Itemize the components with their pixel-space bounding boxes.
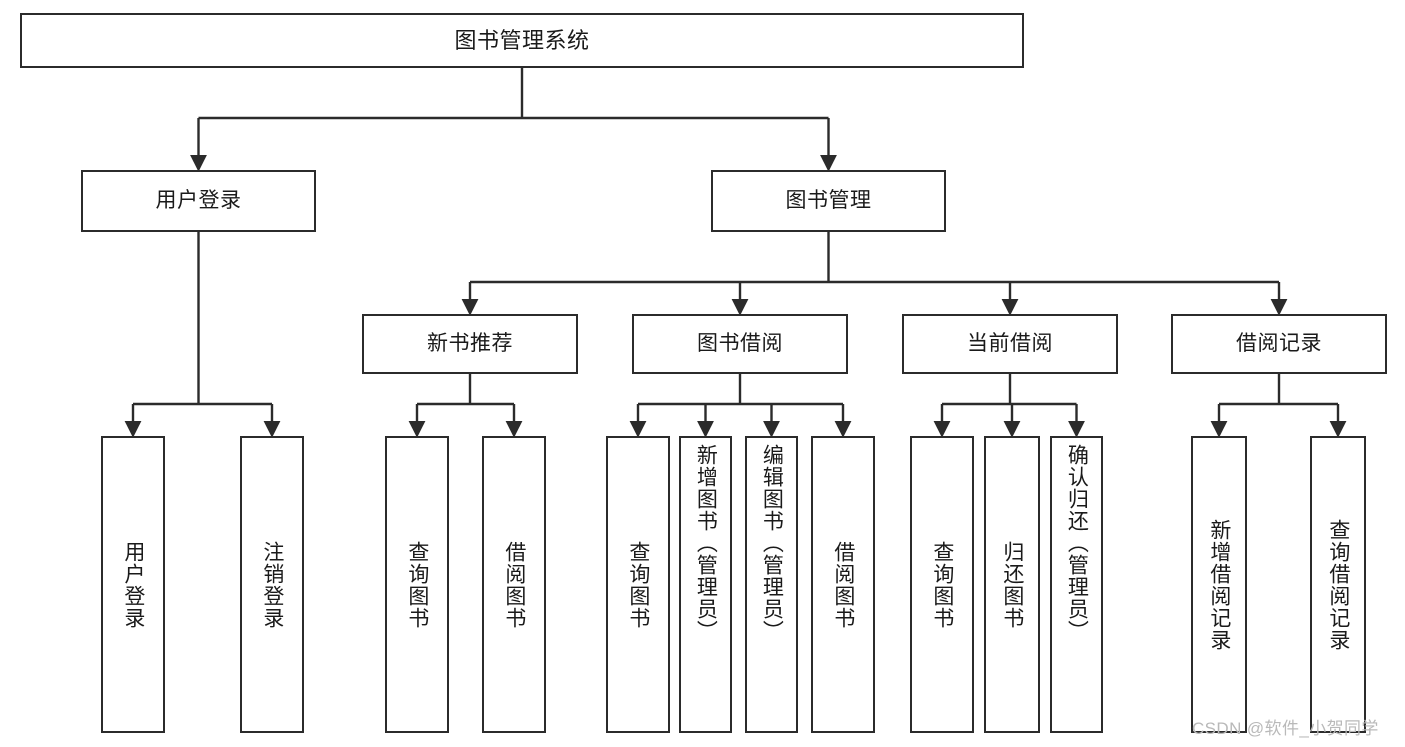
node-label: 图书管理 <box>785 188 872 212</box>
node-label: 借阅图书 <box>831 540 855 629</box>
connector-bus <box>638 374 843 406</box>
node-label: 查询图书 <box>405 540 429 629</box>
leaf-record-add[interactable]: 新增借阅记录 <box>1191 436 1247 733</box>
node-current-borrow[interactable]: 当前借阅 <box>902 314 1118 374</box>
leaf-borrow-add-book-admin[interactable]: 新增图书（管理员） <box>679 436 732 733</box>
node-label: 用户登录 <box>121 540 145 629</box>
connector-bus <box>198 68 829 120</box>
node-label: 查询图书 <box>626 540 650 629</box>
node-borrow-record[interactable]: 借阅记录 <box>1171 314 1387 374</box>
connector-bus <box>1219 374 1338 406</box>
leaf-current-query-book[interactable]: 查询图书 <box>910 436 974 733</box>
leaf-current-confirm-return-admin[interactable]: 确认归还（管理员） <box>1050 436 1103 733</box>
leaf-current-return-book[interactable]: 归还图书 <box>984 436 1040 733</box>
leaf-borrow-query-book[interactable]: 查询图书 <box>606 436 670 733</box>
node-label: 新书推荐 <box>427 331 513 355</box>
connector-bus <box>417 374 514 406</box>
leaf-borrow-borrow-book[interactable]: 借阅图书 <box>811 436 875 733</box>
node-label: 查询图书 <box>930 540 954 629</box>
node-label: 新增图书（管理员） <box>694 444 718 642</box>
node-label: 图书管理系统 <box>454 27 590 53</box>
watermark: CSDN @软件_小贺同学 <box>1192 719 1379 738</box>
node-label: 注销登录 <box>260 540 284 629</box>
node-label: 确认归还（管理员） <box>1065 444 1089 642</box>
leaf-recommend-borrow-book[interactable]: 借阅图书 <box>482 436 546 733</box>
node-label: 借阅记录 <box>1236 331 1322 355</box>
leaf-borrow-edit-book-admin[interactable]: 编辑图书（管理员） <box>745 436 798 733</box>
connector-bus <box>133 232 272 406</box>
node-label: 归还图书 <box>1000 540 1024 629</box>
node-book-management[interactable]: 图书管理 <box>711 170 946 232</box>
leaf-recommend-query-book[interactable]: 查询图书 <box>385 436 449 733</box>
node-label: 编辑图书（管理员） <box>760 444 784 642</box>
node-label: 借阅图书 <box>502 540 526 629</box>
node-label: 图书借阅 <box>697 331 783 355</box>
node-root-system[interactable]: 图书管理系统 <box>20 13 1024 68</box>
node-new-book-recommend[interactable]: 新书推荐 <box>362 314 578 374</box>
connector-bus <box>470 232 1279 284</box>
node-user-login[interactable]: 用户登录 <box>81 170 316 232</box>
node-label: 用户登录 <box>155 188 242 212</box>
leaf-record-query[interactable]: 查询借阅记录 <box>1310 436 1366 733</box>
node-label: 查询借阅记录 <box>1326 518 1350 651</box>
leaf-user-login[interactable]: 用户登录 <box>101 436 165 733</box>
node-label: 新增借阅记录 <box>1207 518 1231 651</box>
node-book-borrow[interactable]: 图书借阅 <box>632 314 848 374</box>
connector-bus <box>942 374 1077 406</box>
node-label: 当前借阅 <box>967 331 1053 355</box>
leaf-user-logout[interactable]: 注销登录 <box>240 436 304 733</box>
